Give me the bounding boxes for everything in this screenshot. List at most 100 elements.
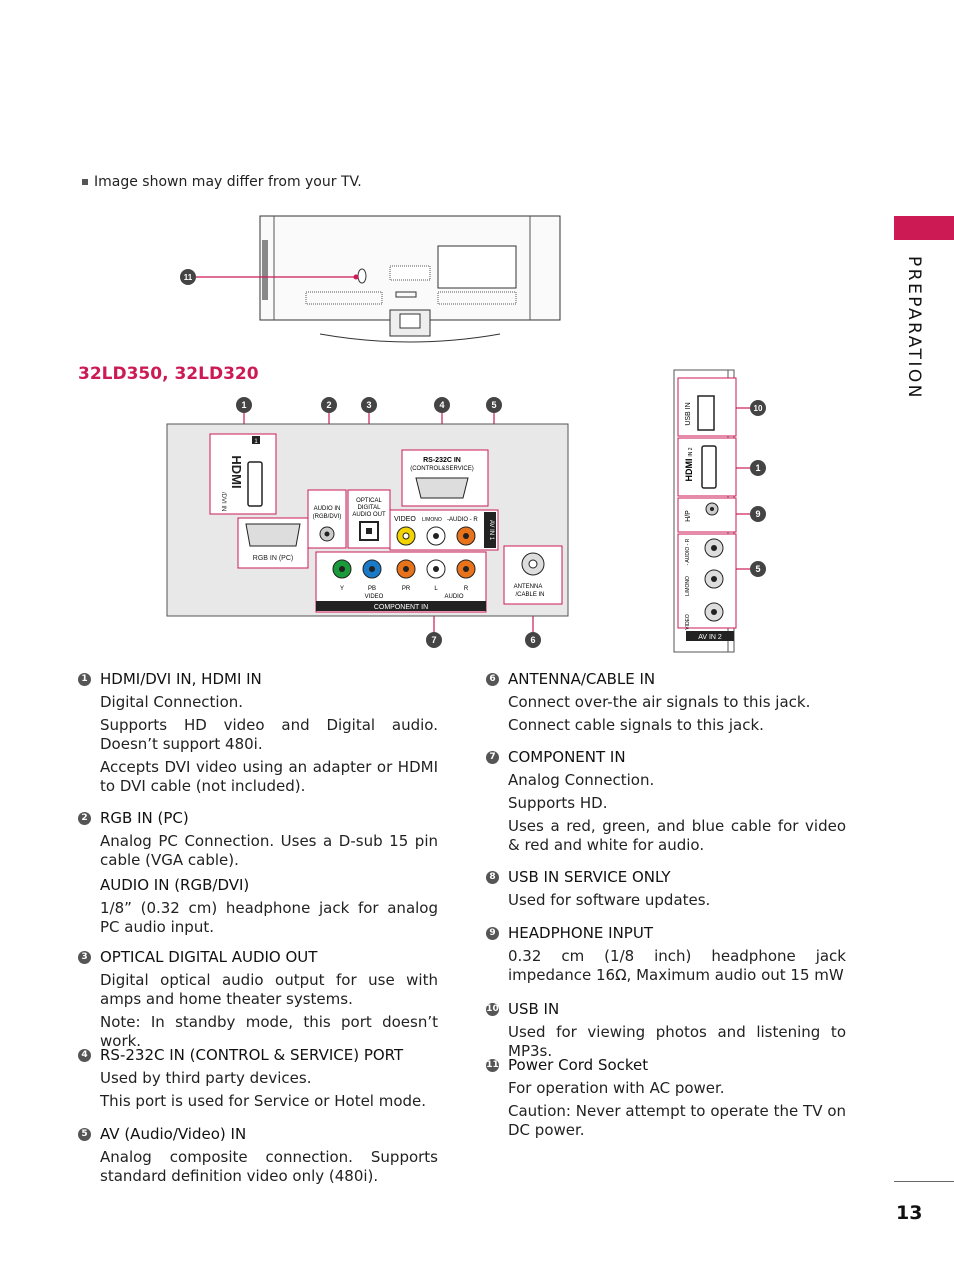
item-usb-in: 10 USB IN Used for viewing photos and lis… (486, 999, 846, 1061)
svg-text:7: 7 (431, 635, 436, 645)
item-rgb: 2 RGB IN (PC) Analog PC Connection. Uses … (78, 808, 438, 937)
svg-text:Y: Y (340, 586, 344, 592)
item-text: Caution: Never attempt to operate the TV… (508, 1102, 846, 1139)
model-title: 32LD350, 32LD320 (78, 364, 259, 384)
svg-text:10: 10 (754, 404, 763, 413)
item-text: Supports HD. (508, 794, 608, 812)
bullet-square-icon (82, 179, 88, 185)
item-title: Power Cord Socket (508, 1056, 649, 1074)
svg-text:AV IN 1: AV IN 1 (488, 520, 494, 541)
tv-back-illustration: 11 (180, 215, 561, 343)
svg-text:ANTENNA: ANTENNA (514, 584, 543, 590)
svg-text:VIDEO: VIDEO (685, 614, 691, 630)
callout-4-icon: 4 (78, 1049, 91, 1062)
item-av-in: 5 AV (Audio/Video) IN Analog composite co… (78, 1124, 438, 1186)
svg-text:IN 2: IN 2 (688, 447, 694, 456)
item-text: Supports HD video and Digital audio. Doe… (100, 716, 438, 753)
svg-text:OPTICAL: OPTICAL (356, 498, 382, 504)
callouts-top: 1 2 3 4 5 (236, 397, 502, 413)
item-rs232c: 4 RS-232C IN (CONTROL & SERVICE) PORT Use… (78, 1045, 438, 1111)
item-title: OPTICAL DIGITAL AUDIO OUT (100, 948, 318, 966)
callout-10-icon: 10 (486, 1003, 499, 1016)
svg-text:1: 1 (241, 400, 246, 410)
item-text: Analog PC Connection. Uses a D-sub 15 pi… (100, 832, 438, 869)
svg-text:9: 9 (755, 509, 760, 519)
svg-text:AUDIO OUT: AUDIO OUT (352, 512, 386, 518)
item-text: Analog composite connection. Supports st… (100, 1148, 438, 1185)
page-number-rule (894, 1181, 954, 1182)
item-title: RGB IN (PC) (100, 809, 189, 827)
svg-text:/CABLE IN: /CABLE IN (515, 592, 544, 598)
svg-text:1: 1 (755, 463, 760, 473)
item-optical: 3 OPTICAL DIGITAL AUDIO OUT Digital optic… (78, 947, 438, 1051)
svg-text:R: R (464, 586, 469, 592)
svg-text:L/MONO: L/MONO (422, 517, 442, 523)
svg-text:3: 3 (366, 400, 371, 410)
callout-3-icon: 3 (78, 951, 91, 964)
item-text: This port is used for Service or Hotel m… (100, 1092, 427, 1110)
svg-text:6: 6 (530, 635, 535, 645)
item-title: RS-232C IN (CONTROL & SERVICE) PORT (100, 1046, 404, 1064)
svg-text:4: 4 (439, 400, 444, 410)
item-text: Used by third party devices. (100, 1069, 312, 1087)
item-title: AV (Audio/Video) IN (100, 1125, 247, 1143)
svg-text:PB: PB (368, 586, 376, 592)
svg-text:L/MONO: L/MONO (685, 576, 691, 596)
callout-5-icon: 5 (78, 1128, 91, 1141)
svg-text:5: 5 (755, 564, 760, 574)
item-text: Accepts DVI video using an adapter or HD… (100, 758, 438, 795)
item-title: USB IN SERVICE ONLY (508, 868, 671, 886)
item-subtitle: AUDIO IN (RGB/DVI) (100, 876, 250, 894)
svg-text:(CONTROL&SERVICE): (CONTROL&SERVICE) (410, 466, 474, 472)
item-power-cord: 11 Power Cord Socket For operation with A… (486, 1055, 846, 1140)
callout-9-icon: 9 (486, 927, 499, 940)
svg-text:AV IN 2: AV IN 2 (698, 634, 722, 641)
svg-text:-AUDIO - R: -AUDIO - R (447, 517, 478, 523)
image-note: Image shown may differ from your TV. (82, 174, 362, 190)
svg-text:2: 2 (326, 400, 331, 410)
item-text: Digital optical audio output for use wit… (100, 971, 438, 1008)
rear-panel-diagram: 1 2 3 4 5 HDMI /DVI IN 1 RGB IN (PC) AUD… (166, 397, 569, 648)
item-usb-service: 8 USB IN SERVICE ONLY Used for software u… (486, 867, 846, 910)
svg-text:1: 1 (254, 439, 258, 445)
svg-text:AUDIO IN: AUDIO IN (314, 506, 341, 512)
item-text: Note: In standby mode, this port doesn’t… (100, 1013, 438, 1050)
item-text: Uses a red, green, and blue cable for vi… (508, 817, 846, 854)
item-text: 1/8” (0.32 cm) headphone jack for analog… (100, 899, 438, 936)
item-title: HEADPHONE INPUT (508, 924, 653, 942)
item-text: Connect cable signals to this jack. (508, 716, 764, 734)
svg-text:USB IN: USB IN (685, 402, 692, 425)
svg-text:HDMI: HDMI (229, 455, 244, 488)
item-text: Used for viewing photos and listening to… (508, 1023, 846, 1060)
svg-text:L: L (434, 586, 438, 592)
svg-text:/DVI IN: /DVI IN (220, 492, 226, 511)
svg-text:PR: PR (402, 586, 411, 592)
section-label: PREPARATION (904, 256, 924, 401)
callout-1-icon: 1 (78, 673, 91, 686)
callout-2-icon: 2 (78, 812, 91, 825)
item-title: COMPONENT IN (508, 748, 626, 766)
callout-8-icon: 8 (486, 871, 499, 884)
item-text: Connect over-the air signals to this jac… (508, 693, 811, 711)
item-text: Used for software updates. (508, 891, 711, 909)
callout-11-icon (180, 269, 196, 285)
svg-text:HDMI: HDMI (684, 459, 694, 482)
callout-11-icon: 11 (486, 1059, 499, 1072)
svg-text:RGB IN (PC): RGB IN (PC) (253, 555, 293, 562)
item-title: USB IN (508, 1000, 560, 1018)
section-tab-marker (894, 216, 954, 240)
callout-6-icon: 6 (486, 673, 499, 686)
svg-text:11: 11 (184, 273, 193, 282)
svg-text:- AUDIO - R: - AUDIO - R (685, 538, 691, 565)
item-text: Analog Connection. (508, 771, 655, 789)
svg-text:DIGITAL: DIGITAL (358, 505, 382, 511)
svg-text:AUDIO: AUDIO (444, 594, 463, 600)
svg-text:H/P: H/P (685, 510, 692, 522)
svg-text:COMPONENT IN: COMPONENT IN (374, 604, 428, 611)
item-text: For operation with AC power. (508, 1079, 725, 1097)
item-title: HDMI/DVI IN, HDMI IN (100, 670, 262, 688)
